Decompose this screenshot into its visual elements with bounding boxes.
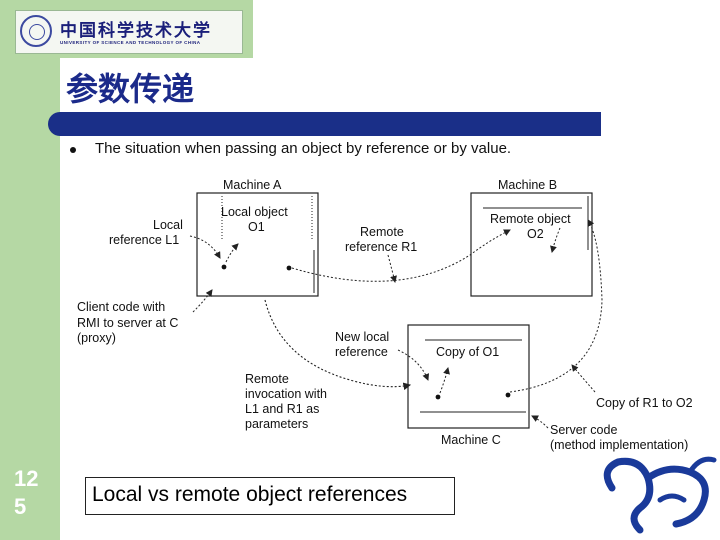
page-number: 12 5 [14, 465, 38, 521]
logo-panel: 中国科学技术大学 UNIVERSITY OF SCIENCE AND TECHN… [0, 0, 253, 58]
machine-a-label: Machine A [223, 178, 282, 192]
server-code-label-line2: (method implementation) [550, 438, 688, 452]
title-bar [48, 112, 601, 136]
logo-chinese-name: 中国科学技术大学 [60, 21, 212, 41]
remote-reference-dot [286, 265, 292, 271]
bullet-text: The situation when passing an object by … [95, 140, 512, 157]
local-object-label-line1: Local object [221, 205, 288, 219]
server-code-arrow [531, 415, 549, 429]
copy-r1-to-o2-arrow [509, 219, 603, 393]
local-object-label-line2: O1 [248, 220, 265, 234]
local-object-o1-box [221, 196, 313, 240]
machine-b-box [470, 192, 593, 297]
local-reference-label-line2: reference L1 [109, 233, 179, 247]
university-logo: 中国科学技术大学 UNIVERSITY OF SCIENCE AND TECHN… [15, 10, 243, 54]
remote-reference-arrow [387, 254, 397, 283]
new-local-reference-dot [435, 394, 441, 400]
bullet-icon [70, 147, 76, 153]
left-sidebar [0, 0, 60, 540]
remote-reference-label-line2: reference R1 [345, 240, 417, 254]
local-reference-label-line1: Local [153, 218, 183, 232]
remote-object-label-line2: O2 [527, 227, 544, 241]
page-number-line1: 12 [14, 466, 39, 491]
r1-to-o2-arrow [291, 229, 511, 282]
l1-to-o1-arrow [225, 243, 239, 263]
page-number-line2: 5 [14, 494, 27, 519]
caption-text: Local vs remote object references [92, 483, 408, 506]
logo-english-name: UNIVERSITY OF SCIENCE AND TECHNOLOGY OF … [60, 40, 201, 45]
server-code-label-line1: Server code [550, 423, 617, 437]
client-code-label-line2: RMI to server at C [77, 316, 178, 330]
remote-object-o2-arrow [550, 227, 561, 253]
machine-a-box [196, 192, 319, 297]
copy-r1-label-arrow [571, 364, 596, 393]
remote-reference-label-line1: Remote [360, 225, 404, 239]
client-code-label-line3: (proxy) [77, 331, 116, 345]
client-code-label-line1: Client code with [77, 300, 165, 314]
remote-invocation-label-line1: Remote [245, 372, 289, 386]
slide-title: 参数传递 [66, 70, 195, 108]
university-seal-icon [20, 15, 52, 47]
dragon-emblem-icon [603, 456, 717, 534]
machine-c-label: Machine C [441, 433, 501, 447]
copy-r1-label: Copy of R1 to O2 [596, 396, 693, 410]
new-local-reference-label-line2: reference [335, 345, 388, 359]
caption-box: Local vs remote object references [85, 477, 455, 515]
copy-r1-dot [505, 392, 511, 398]
new-local-reference-label-line1: New local [335, 330, 389, 344]
copy-o1-label: Copy of O1 [436, 345, 499, 359]
copy-o1-arrow [439, 367, 450, 394]
remote-invocation-label-line4: parameters [245, 417, 308, 431]
remote-invocation-label-line3: L1 and R1 as [245, 402, 319, 416]
remote-object-label-line1: Remote object [490, 212, 571, 226]
local-reference-dot [221, 264, 227, 270]
remote-invocation-curve [264, 299, 412, 391]
machine-b-label: Machine B [498, 178, 557, 192]
remote-invocation-label-line2: invocation with [245, 387, 327, 401]
